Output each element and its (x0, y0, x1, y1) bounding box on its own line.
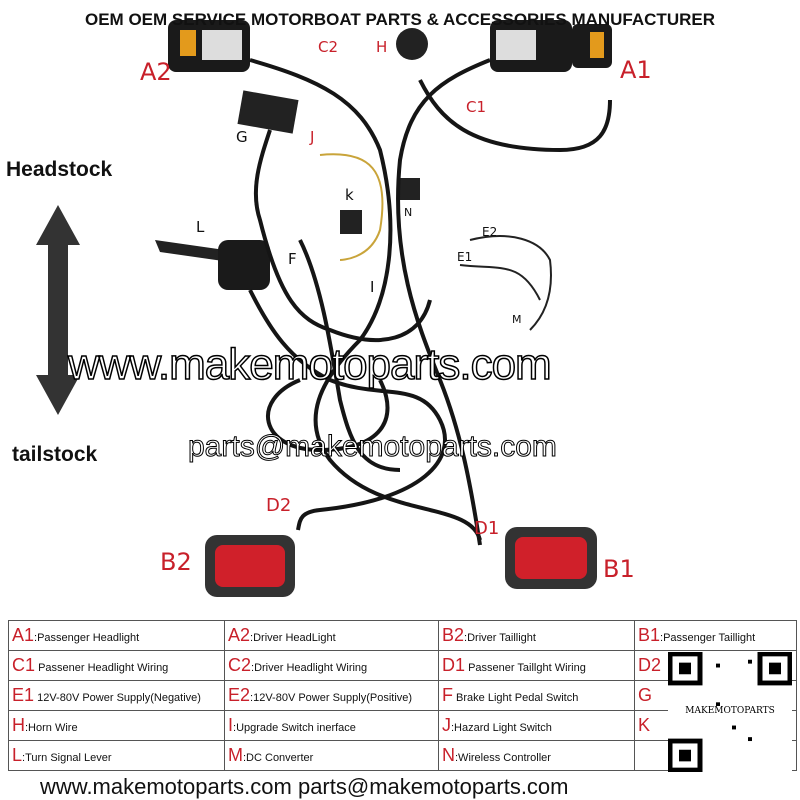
legend-text: :Driver Taillight (464, 632, 536, 644)
legend-key: L (12, 745, 23, 765)
qr-module (716, 702, 720, 707)
legend-cell: F Brake Light Pedal Switch (438, 680, 635, 711)
legend-text: :Horn Wire (25, 722, 78, 734)
legend-cell: C1 Passener Headlight Wiring (8, 650, 225, 681)
legend-cell: I:Upgrade Switch inerface (224, 710, 439, 741)
legend-key: K (638, 715, 651, 735)
legend-cell: A2:Driver HeadLight (224, 620, 439, 651)
legend-text: Passener Taillght Wiring (465, 662, 586, 674)
wiring-illustration (36, 20, 612, 597)
legend-key: B2 (442, 625, 465, 645)
legend-cell: B2:Driver Taillight (438, 620, 635, 651)
label-l: L (196, 218, 205, 236)
legend-cell: L:Turn Signal Lever (8, 740, 225, 771)
legend-key: C1 (12, 655, 36, 675)
qr-code: MAKEMOTOPARTS (667, 651, 793, 773)
taillight-b1 (505, 527, 597, 589)
label-m: M (512, 313, 522, 326)
label-b1: B1 (603, 555, 635, 583)
legend-key: N (442, 745, 455, 765)
label-f: F (288, 250, 297, 268)
label-c2: C2 (318, 38, 339, 56)
legend-cell: A1:Passenger Headlight (8, 620, 225, 651)
label-a2: A2 (140, 58, 172, 86)
legend-key: I (228, 715, 234, 735)
legend-text: Passener Headlight Wiring (35, 662, 169, 674)
legend-key: B1 (638, 625, 661, 645)
legend-key: F (442, 685, 453, 705)
label-e2: E2 (482, 225, 498, 239)
legend-text: 12V-80V Power Supply(Negative) (34, 692, 201, 704)
horn (396, 28, 428, 60)
label-g: G (236, 128, 248, 146)
legend-text: :Driver Headlight Wiring (251, 662, 368, 674)
label-n: N (404, 206, 413, 219)
qr-module (732, 725, 736, 730)
legend-key: G (638, 685, 653, 705)
qr-caption: MAKEMOTOPARTS (668, 706, 792, 716)
legend-key: E2 (228, 685, 251, 705)
label-e1: E1 (457, 250, 473, 264)
label-h: H (376, 38, 388, 56)
label-d1: D1 (474, 518, 500, 539)
legend-cell: D1 Passener Taillght Wiring (438, 650, 635, 681)
legend-cell: C2:Driver Headlight Wiring (224, 650, 439, 681)
watermark-site: www.makemotoparts.com (67, 339, 552, 390)
headstock-label: Headstock (6, 158, 113, 181)
legend-key: J (442, 715, 451, 735)
footer-contact: www.makemotoparts.com parts@makemotopart… (40, 774, 569, 799)
legend-cell: N:Wireless Controller (438, 740, 635, 771)
label-a1: A1 (620, 56, 652, 84)
legend-cell: E2:12V-80V Power Supply(Positive) (224, 680, 439, 711)
headlight-a2 (168, 20, 250, 72)
legend-text: :12V-80V Power Supply(Positive) (250, 692, 413, 704)
label-j: J (310, 128, 315, 146)
legend-text: :DC Converter (243, 752, 314, 764)
legend-key: D2 (638, 655, 662, 675)
legend-key: M (228, 745, 243, 765)
qr-module (716, 663, 720, 668)
watermark-email: parts@makemotoparts.com (188, 430, 558, 464)
qr-code-image (667, 651, 793, 773)
up-down-arrow (36, 205, 80, 415)
legend-cell: H:Horn Wire (8, 710, 225, 741)
label-c1: C1 (466, 98, 487, 116)
legend-key: C2 (228, 655, 252, 675)
legend-text: :Hazard Light Switch (451, 722, 552, 734)
legend-key: A2 (228, 625, 251, 645)
label-k: k (345, 186, 354, 204)
controller-n (400, 178, 420, 200)
taillight-b2 (205, 535, 295, 597)
tailstock-label: tailstock (12, 443, 98, 466)
legend-cell: J:Hazard Light Switch (438, 710, 635, 741)
legend-text: :Passenger Taillight (660, 632, 756, 644)
legend-cell: B1:Passenger Taillight (634, 620, 797, 651)
label-d2: D2 (266, 495, 292, 516)
legend-cell: M:DC Converter (224, 740, 439, 771)
header-title: OEM OEM SERVICE MOTORBOAT PARTS & ACCESS… (85, 10, 715, 29)
switch-k (340, 210, 362, 234)
qr-module (748, 659, 752, 664)
label-b2: B2 (160, 548, 192, 576)
legend-text: :Passenger Headlight (34, 632, 140, 644)
legend-cell: E1 12V-80V Power Supply(Negative) (8, 680, 225, 711)
qr-module (748, 737, 752, 742)
legend-key: A1 (12, 625, 35, 645)
legend-text: Brake Light Pedal Switch (453, 692, 579, 704)
legend-text: :Turn Signal Lever (22, 752, 112, 764)
legend-key: H (12, 715, 25, 735)
legend-text: :Upgrade Switch inerface (233, 722, 356, 734)
legend-text: :Driver HeadLight (250, 632, 336, 644)
headlight-a1 (490, 20, 612, 72)
switch-g (237, 90, 299, 134)
legend-key: E1 (12, 685, 35, 705)
label-i: I (370, 278, 375, 296)
legend-key: D1 (442, 655, 466, 675)
legend-text: :Wireless Controller (455, 752, 551, 764)
turn-signal-lever (155, 240, 270, 290)
